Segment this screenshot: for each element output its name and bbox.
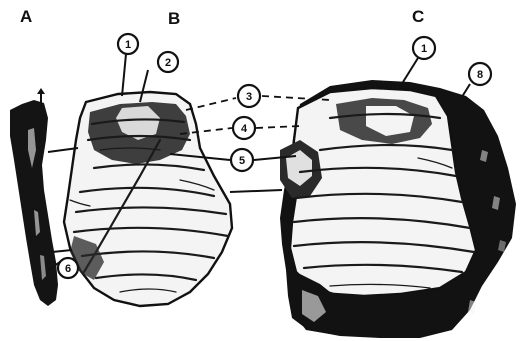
callout-5: 5 xyxy=(231,149,253,171)
callout-3: 3 xyxy=(238,85,260,107)
leader-4-right xyxy=(256,126,300,128)
callout-2-b-label: 2 xyxy=(165,57,171,69)
callout-6-label: 6 xyxy=(65,263,71,275)
core-b xyxy=(64,92,232,306)
connector-a-b-lower xyxy=(52,250,72,252)
panel-label-c: C xyxy=(412,7,424,26)
callout-1-b: 1 xyxy=(118,34,138,54)
core-c xyxy=(280,80,516,338)
callout-4: 4 xyxy=(233,117,255,139)
connector-b-c xyxy=(230,190,282,192)
callout-6: 6 xyxy=(58,258,78,278)
callout-1-c: 1 xyxy=(413,37,435,59)
leader-3-left xyxy=(186,98,236,110)
callout-2-b: 2 xyxy=(158,52,178,72)
callout-1-b-label: 1 xyxy=(125,39,131,51)
callout-5-label: 5 xyxy=(239,155,245,167)
callout-4-label: 4 xyxy=(241,123,248,135)
leader-1-b xyxy=(122,54,126,96)
callout-8: 8 xyxy=(469,63,491,85)
callout-8-label: 8 xyxy=(477,69,483,81)
callout-3-label: 3 xyxy=(246,91,252,103)
panel-label-b: B xyxy=(168,9,180,28)
panel-label-a: A xyxy=(20,7,32,26)
callout-1-c-label: 1 xyxy=(421,43,427,55)
flake-a xyxy=(10,88,58,306)
